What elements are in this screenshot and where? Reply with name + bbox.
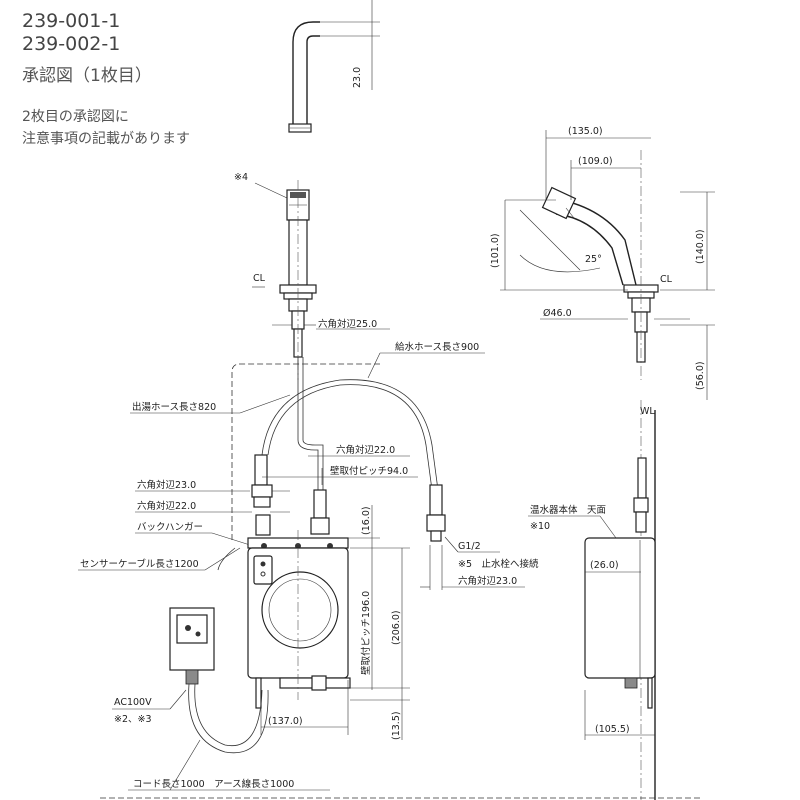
heater-top-label: 温水器本体 天面 xyxy=(530,504,606,516)
hex-23-right-label: 六角対辺23.0 xyxy=(458,575,517,587)
cl-label-side: CL xyxy=(660,274,673,285)
ac100v-label: AC100V xyxy=(114,697,152,708)
cord-length-label: コード長さ1000 アース線長さ1000 xyxy=(133,778,294,790)
dim-135: (135.0) xyxy=(568,126,603,137)
dim-105-5: (105.5) xyxy=(595,724,630,735)
faucet-side-view: CL (135.0) (109.0) (101.0) (140.0) 25° Ø… xyxy=(490,126,715,400)
dim-206: (206.0) xyxy=(391,610,402,645)
dim-23: 23.0 xyxy=(352,67,363,88)
back-hanger-label: バックハンガー xyxy=(137,522,203,533)
wall-line-label: WL xyxy=(640,406,655,417)
thread-g-label: G1/2 xyxy=(458,541,481,552)
dim-13-5: (13.5) xyxy=(391,711,402,740)
dim-140: (140.0) xyxy=(695,229,706,264)
power-box: AC100V ※2、※3 コード長さ1000 アース線長さ1000 xyxy=(112,607,330,791)
outlet-hose-label: 出湯ホース長さ820 xyxy=(132,401,216,413)
supply-hose-label: 給水ホース長さ900 xyxy=(395,341,479,353)
sensor-cable-label: センサーケーブル長さ1200 xyxy=(80,558,199,570)
note-2-3-label: ※2、※3 xyxy=(114,714,152,725)
dim-137: (137.0) xyxy=(268,716,303,727)
note-10-label: ※10 xyxy=(530,521,550,532)
angle-25: 25° xyxy=(585,254,602,265)
hex-23-left-label: 六角対辺23.0 xyxy=(137,479,196,491)
dim-26: (26.0) xyxy=(590,560,619,571)
hex-22-left-label: 六角対辺22.0 xyxy=(137,500,196,512)
water-heater-front: センサーケーブル長さ1200 (16.0) 壁取付ピッチ196.0 (206.0… xyxy=(78,505,539,740)
model-number-1: 239-001-1 xyxy=(22,10,121,32)
hex-22-top-label: 六角対辺22.0 xyxy=(336,444,395,456)
drawing-title: 承認図（1枚目） xyxy=(22,66,152,86)
note-5-label: ※5 止水栓へ接続 xyxy=(458,558,539,570)
note-line-1: 2枚目の承認図に xyxy=(22,109,129,125)
note-4-label: ※4 xyxy=(234,172,248,183)
dim-101: (101.0) xyxy=(490,233,501,268)
mount-pitch-94-label: 壁取付ピッチ94.0 xyxy=(330,465,408,477)
spout-top-view: 23.0 xyxy=(288,0,380,133)
water-heater-side: WL 温水器本体 天面 ※10 (26.0) (105.5) xyxy=(528,400,656,800)
dim-diameter-46: Ø46.0 xyxy=(543,308,572,319)
cl-label-front: CL xyxy=(253,273,266,284)
dim-56: (56.0) xyxy=(695,361,706,390)
model-number-2: 239-002-1 xyxy=(22,33,121,55)
dim-109: (109.0) xyxy=(578,156,613,167)
mount-pitch-196-label: 壁取付ピッチ196.0 xyxy=(360,591,372,675)
note-line-2: 注意事項の記載があります xyxy=(22,131,190,147)
hose-routing: 給水ホース長さ900 出湯ホース長さ820 六角対辺22.0 壁取付ピッチ94.… xyxy=(130,341,485,546)
faucet-front-view: ※4 CL 六角対辺25.0 xyxy=(234,172,390,380)
dim-16: (16.0) xyxy=(361,506,372,535)
hex-25-label: 六角対辺25.0 xyxy=(318,318,377,330)
